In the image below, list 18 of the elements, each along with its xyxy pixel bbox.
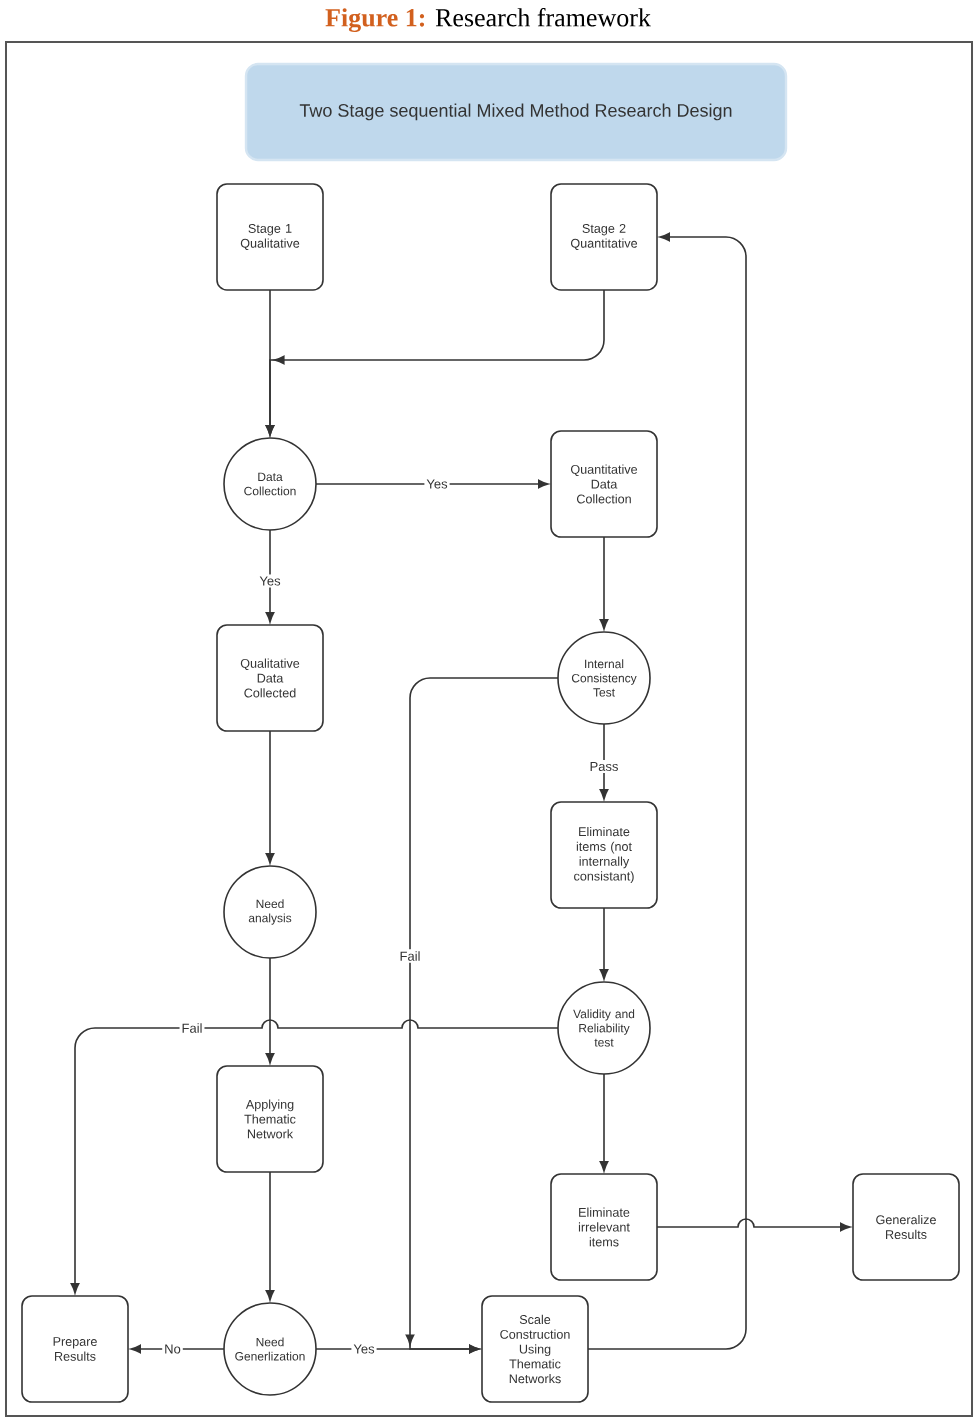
arrow <box>656 1218 851 1232</box>
arrow <box>599 723 609 800</box>
arrow <box>599 1073 609 1172</box>
arrow <box>70 1019 559 1294</box>
arrow <box>315 1344 480 1354</box>
arrow <box>599 907 609 980</box>
arrow <box>265 529 275 623</box>
arrow <box>405 677 559 1354</box>
arrow <box>265 1171 275 1301</box>
banner: Two Stage sequential Mixed Method Research Design <box>244 62 788 162</box>
arrow <box>265 957 275 1064</box>
arrow <box>599 536 609 630</box>
arrow <box>265 730 275 864</box>
arrow <box>315 479 549 489</box>
arrow <box>587 232 747 1350</box>
arrow <box>265 289 605 436</box>
arrow <box>130 1344 225 1354</box>
figure-title: Figure 1: Research framework <box>325 7 651 32</box>
